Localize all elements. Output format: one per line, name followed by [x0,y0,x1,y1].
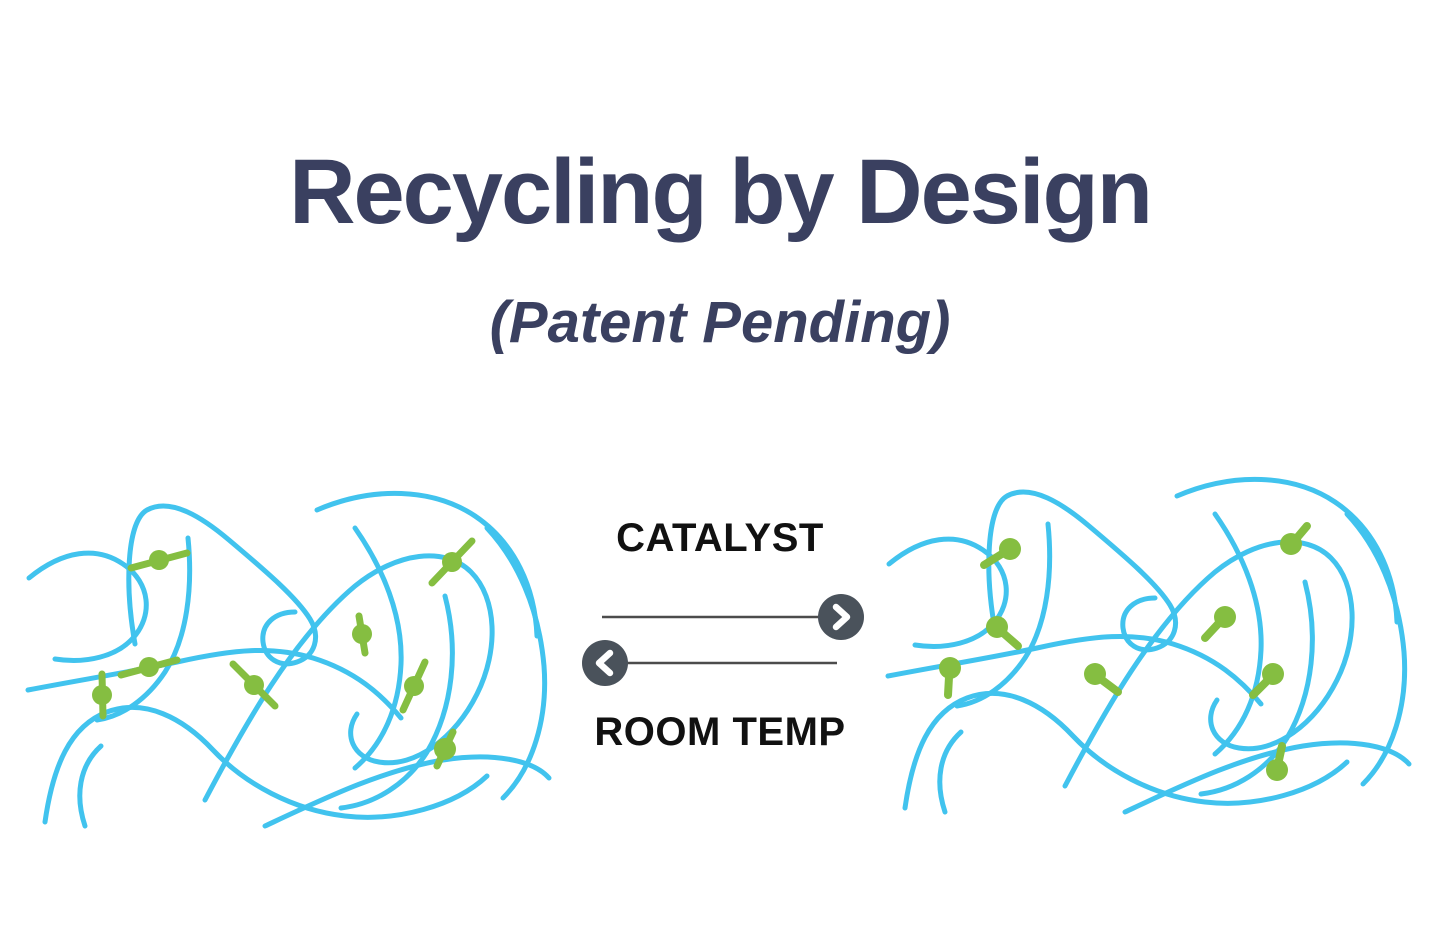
chevron-left-icon [595,649,614,677]
intact-crosslink [229,660,279,710]
page-title: Recycling by Design [289,141,1153,243]
cleaved-crosslink [986,616,1022,650]
reaction-arrows [582,594,864,686]
cleaved-crosslinks [939,522,1311,781]
intact-crosslink [428,537,476,587]
cleaved-crosslink [1280,522,1311,555]
reverse-arrow [582,640,837,686]
cleaved-crosslink [1084,663,1122,696]
cleaved-crosslink [1266,742,1288,781]
cleaved-crosslink [980,538,1021,569]
forward-arrow-head [818,594,864,640]
page-subtitle: (Patent Pending) [489,290,951,355]
cleaved-crosslink [939,657,961,699]
intact-crosslink [433,728,457,770]
decrosslinked-network-diagram [885,452,1415,832]
cleaved-crosslink [1249,663,1284,699]
intact-crosslink [399,658,429,714]
reverse-arrow-head [582,640,628,686]
cleaved-crosslink [1201,606,1236,642]
intact-crosslink [352,612,372,657]
intact-crosslink [127,549,191,572]
reverse-reaction-label: ROOM TEMP [594,710,846,754]
intact-crosslinks [92,537,476,770]
forward-arrow [602,594,864,640]
intact-crosslink [117,656,181,679]
intact-crosslink [92,670,112,720]
polymer-strands [888,479,1409,812]
crosslinked-network-diagram [25,466,555,846]
chevron-right-icon [832,603,851,631]
forward-reaction-label: CATALYST [616,516,824,560]
